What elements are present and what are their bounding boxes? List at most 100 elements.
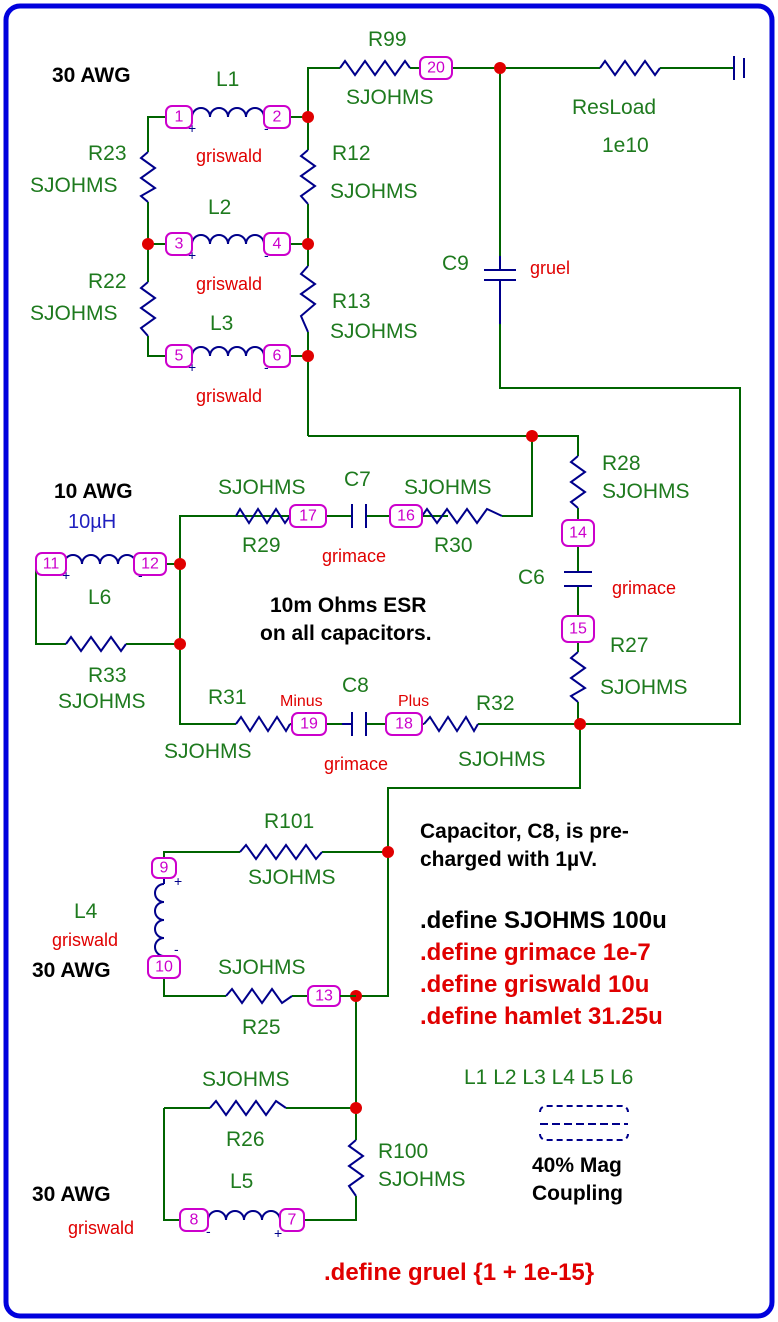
resistor-R26 bbox=[209, 1099, 287, 1117]
svg-text:18: 18 bbox=[395, 716, 413, 733]
node-marker-17: 17 bbox=[289, 504, 327, 528]
inductor-L2 bbox=[191, 234, 265, 245]
node-marker-9: 9 bbox=[151, 857, 177, 879]
component-name-R25: R25 bbox=[242, 1016, 281, 1039]
component-value-R25: SJOHMS bbox=[218, 956, 306, 979]
capacitor-C7 bbox=[351, 504, 367, 528]
component-name-C8: C8 bbox=[342, 674, 369, 697]
component-value-R29: SJOHMS bbox=[218, 476, 306, 499]
node-marker-19: 19 bbox=[291, 712, 327, 736]
svg-text:5: 5 bbox=[175, 348, 184, 365]
inductor-L6 bbox=[63, 554, 137, 565]
esr-note-line1: 10m Ohms ESR bbox=[270, 594, 426, 617]
svg-text:20: 20 bbox=[427, 60, 445, 77]
svg-text:11: 11 bbox=[43, 556, 60, 573]
component-model-L1: griswald bbox=[196, 146, 262, 166]
svg-text:+: + bbox=[188, 247, 196, 263]
component-name-R27: R27 bbox=[610, 634, 649, 657]
svg-text:16: 16 bbox=[397, 508, 415, 525]
resistor-R12 bbox=[299, 149, 317, 205]
component-name-C6: C6 bbox=[518, 566, 545, 589]
node-marker-4: 4 bbox=[263, 232, 291, 256]
svg-text:6: 6 bbox=[273, 348, 282, 365]
component-name-R29: R29 bbox=[242, 534, 281, 557]
node-marker-20: 20 bbox=[419, 56, 453, 80]
resistor-R99 bbox=[339, 59, 411, 77]
component-name-R12: R12 bbox=[332, 142, 371, 165]
component-name-R101: R101 bbox=[264, 810, 314, 833]
wire-gauge-label: 30 AWG bbox=[32, 959, 111, 982]
component-value-R13: SJOHMS bbox=[330, 320, 418, 343]
resistor-R28 bbox=[569, 455, 587, 509]
component-model-L2: griswald bbox=[196, 274, 262, 294]
inductor-L3 bbox=[191, 346, 265, 357]
precharge-note-line1: Capacitor, C8, is pre- bbox=[420, 820, 629, 843]
node-marker-3: 3 bbox=[165, 232, 193, 256]
component-value-R12: SJOHMS bbox=[330, 180, 418, 203]
component-name-L4: L4 bbox=[74, 900, 98, 923]
wires bbox=[35, 67, 741, 1221]
component-model-C9: gruel bbox=[530, 258, 570, 278]
node-marker-15: 15 bbox=[561, 615, 595, 643]
resistor-ResLoad bbox=[599, 59, 661, 77]
node-markers: 1 2 3 4 5 6 20 14 15 17 16 11 12 19 18 9… bbox=[35, 56, 595, 1232]
component-model-L5: griswald bbox=[68, 1218, 134, 1238]
resistor-R29 bbox=[235, 507, 291, 525]
resistor-R32 bbox=[423, 715, 479, 734]
svg-text:7: 7 bbox=[288, 1212, 297, 1229]
component-value-L6: 10µH bbox=[68, 511, 116, 533]
svg-text:8: 8 bbox=[190, 1212, 199, 1229]
define-gruel-line: .define gruel {1 + 1e-15} bbox=[324, 1259, 594, 1286]
resistors bbox=[65, 59, 661, 1197]
node-marker-12: 12 bbox=[133, 552, 167, 576]
node-marker-6: 6 bbox=[263, 344, 291, 368]
component-model-L4: griswald bbox=[52, 930, 118, 950]
junction-dots bbox=[142, 62, 586, 1114]
capacitor-C8 bbox=[342, 712, 367, 736]
labels: 30 AWG 10 AWG 30 AWG 30 AWG L1 griswald … bbox=[30, 28, 690, 1286]
capacitor-C6 bbox=[564, 571, 592, 587]
svg-text:+: + bbox=[188, 359, 196, 375]
component-model-C6: grimace bbox=[612, 578, 676, 598]
node-marker-5: 5 bbox=[165, 344, 193, 368]
component-value-ResLoad: 1e10 bbox=[602, 134, 649, 157]
capacitors bbox=[342, 256, 592, 736]
component-name-C7: C7 bbox=[344, 468, 371, 491]
resistor-R22 bbox=[139, 281, 157, 337]
resistor-R31 bbox=[235, 715, 291, 733]
resistor-R101 bbox=[239, 843, 323, 861]
node-marker-18: 18 bbox=[385, 712, 423, 736]
svg-text:-: - bbox=[206, 1223, 211, 1239]
inductor-L4 bbox=[154, 883, 165, 957]
svg-text:1: 1 bbox=[175, 109, 184, 126]
node-marker-1: 1 bbox=[165, 105, 193, 129]
component-value-R101: SJOHMS bbox=[248, 866, 336, 889]
svg-text:12: 12 bbox=[141, 556, 159, 573]
component-name-R13: R13 bbox=[332, 290, 371, 313]
resistor-R100 bbox=[347, 1139, 365, 1197]
svg-text:3: 3 bbox=[175, 236, 184, 253]
svg-text:19: 19 bbox=[300, 716, 318, 733]
resistor-R13 bbox=[299, 265, 317, 333]
component-value-R32: SJOHMS bbox=[458, 748, 546, 771]
resistor-R30 bbox=[421, 507, 503, 525]
component-name-L3: L3 bbox=[210, 312, 233, 335]
inductor-L1 bbox=[191, 107, 265, 118]
define-line: .define griswald 10u bbox=[420, 971, 649, 998]
svg-text:2: 2 bbox=[273, 109, 282, 126]
svg-text:4: 4 bbox=[273, 236, 282, 253]
capacitor-C9 bbox=[484, 256, 516, 324]
svg-text:+: + bbox=[62, 567, 70, 583]
schematic-frame bbox=[3, 3, 775, 1319]
component-name-C9: C9 bbox=[442, 252, 469, 275]
component-name-L6: L6 bbox=[88, 586, 111, 609]
node-marker-16: 16 bbox=[389, 504, 423, 528]
node-marker-11: 11 bbox=[35, 552, 67, 576]
define-line: .define grimace 1e-7 bbox=[420, 939, 651, 966]
define-line: .define hamlet 31.25u bbox=[420, 1003, 663, 1030]
wire-gauge-label: 10 AWG bbox=[54, 480, 133, 503]
node-marker-8: 8 bbox=[179, 1208, 209, 1232]
component-value-R28: SJOHMS bbox=[602, 480, 690, 503]
component-name-R30: R30 bbox=[434, 534, 473, 557]
component-value-R22: SJOHMS bbox=[30, 302, 118, 325]
